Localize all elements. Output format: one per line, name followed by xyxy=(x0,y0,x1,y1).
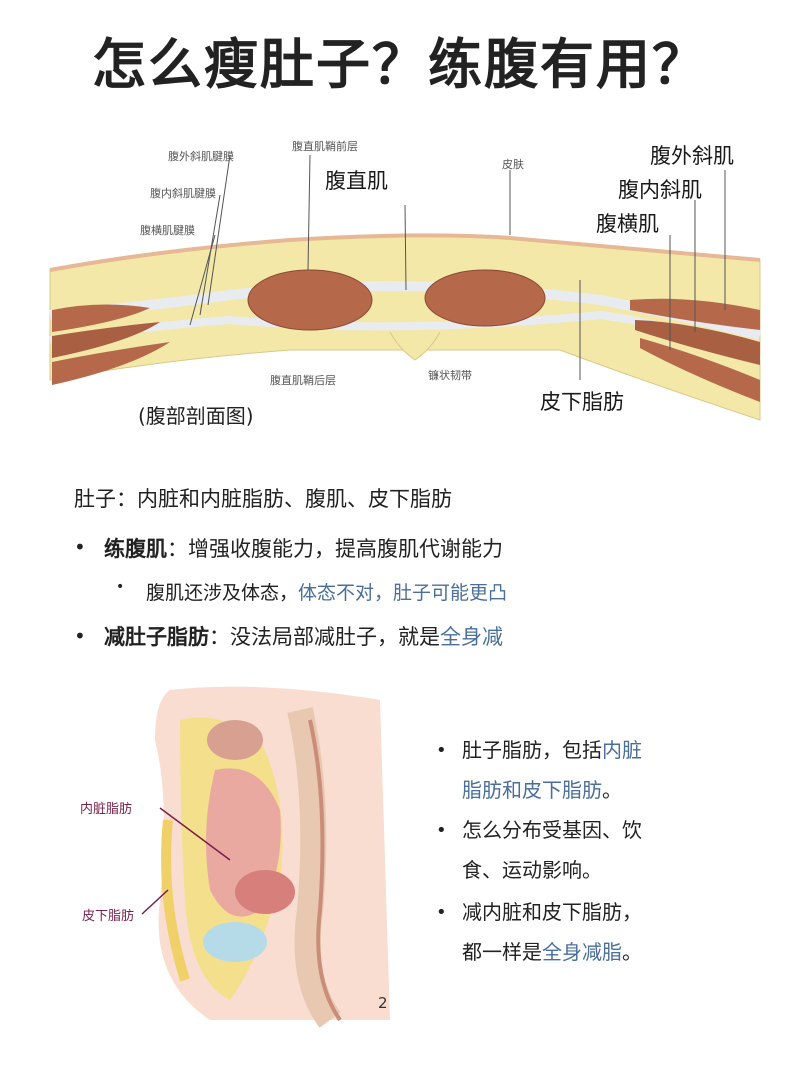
list-item-text: 怎么分布受基因、饮 xyxy=(462,818,642,842)
cross-section-illustration xyxy=(49,154,762,421)
label-subcutaneous-fat: 皮下脂肪 xyxy=(540,390,624,414)
sub-bullet-posture-highlight: 体态不对，肚子可能更凸 xyxy=(298,582,508,604)
label-inner-oblique: 腹内斜肌 xyxy=(618,178,702,202)
label-falciform: 镰状韧带 xyxy=(428,369,472,382)
list-item-reduce: 减内脏和皮下脂肪， 都一样是全身减脂。 xyxy=(462,892,642,972)
label-rectus-sheath-back: 腹直肌鞘后层 xyxy=(270,374,336,387)
list-item-text: 。 xyxy=(602,778,622,802)
list-bullet: • xyxy=(436,820,447,841)
label-outer-oblique: 腹外斜肌 xyxy=(650,144,734,168)
sub-bullet-posture-text: 腹肌还涉及体态， xyxy=(146,582,299,604)
list-bullet: • xyxy=(436,902,447,923)
figure-caption: (腹部剖面图) xyxy=(138,404,254,428)
list-item-distribution: 怎么分布受基因、饮 食、运动影响。 xyxy=(462,810,642,890)
bullet-dot: • xyxy=(74,624,86,648)
list-item-fat-types: 肚子脂肪，包括内脏 脂肪和皮下脂肪。 xyxy=(462,730,642,810)
stomach-composition-line: 肚子：内脏和内脏脂肪、腹肌、皮下脂肪 xyxy=(74,487,452,511)
bullet-reduce-fat: 减肚子脂肪：没法局部减肚子，就是全身减 xyxy=(104,621,503,651)
label-outer-oblique-aponeurosis: 腹外斜肌腱膜 xyxy=(168,150,234,163)
list-item-highlight: 脂肪和皮下脂肪 xyxy=(462,778,602,802)
label-visceral-fat: 内脏脂肪 xyxy=(80,802,133,817)
label-inner-oblique-aponeurosis: 腹内斜肌腱膜 xyxy=(150,187,216,200)
bullet-train-abs-text: ：增强收腹能力，提高腹肌代谢能力 xyxy=(167,537,503,561)
bullet-train-abs: 练腹肌：增强收腹能力，提高腹肌代谢能力 xyxy=(104,533,503,563)
label-skin: 皮肤 xyxy=(502,158,524,171)
bullet-train-abs-heading: 练腹肌 xyxy=(104,537,167,561)
label-rectus: 腹直肌 xyxy=(325,169,388,193)
list-item-text: 食、运动影响。 xyxy=(462,858,602,882)
list-item-text: 都一样是 xyxy=(462,940,542,964)
list-item-text: 肚子脂肪，包括 xyxy=(462,738,602,762)
sub-bullet-dot: • xyxy=(116,579,125,595)
bullet-reduce-fat-text: ：没法局部减肚子，就是 xyxy=(209,625,440,649)
list-item-text: 减内脏和皮下脂肪， xyxy=(462,900,642,924)
page-number: 2 xyxy=(378,994,388,1012)
list-bullet: • xyxy=(436,740,447,761)
torso-side-view-figure: 内脏脂肪 皮下脂肪 xyxy=(60,680,420,1030)
abdominal-cross-section-figure: 腹外斜肌腱膜 腹内斜肌腱膜 腹横肌腱膜 腹直肌鞘前层 腹直肌 皮肤 腹外斜肌 腹… xyxy=(40,110,770,450)
torso-illustration xyxy=(141,686,390,1028)
sub-bullet-posture: 腹肌还涉及体态，体态不对，肚子可能更凸 xyxy=(146,578,507,605)
list-item-text: 。 xyxy=(622,940,642,964)
bullet-dot: • xyxy=(74,535,86,559)
bullet-reduce-fat-heading: 减肚子脂肪 xyxy=(104,625,209,649)
page-title: 怎么瘦肚子？练腹有用？ xyxy=(92,33,708,96)
label-rectus-sheath-front: 腹直肌鞘前层 xyxy=(292,140,358,153)
label-transversus-aponeurosis: 腹横肌腱膜 xyxy=(140,224,195,237)
list-item-highlight: 内脏 xyxy=(602,738,642,762)
bullet-reduce-fat-highlight: 全身减 xyxy=(440,625,503,649)
label-transversus: 腹横肌 xyxy=(596,212,659,236)
list-item-highlight: 全身减脂 xyxy=(542,940,622,964)
label-subcutaneous-fat-side: 皮下脂肪 xyxy=(82,909,135,924)
